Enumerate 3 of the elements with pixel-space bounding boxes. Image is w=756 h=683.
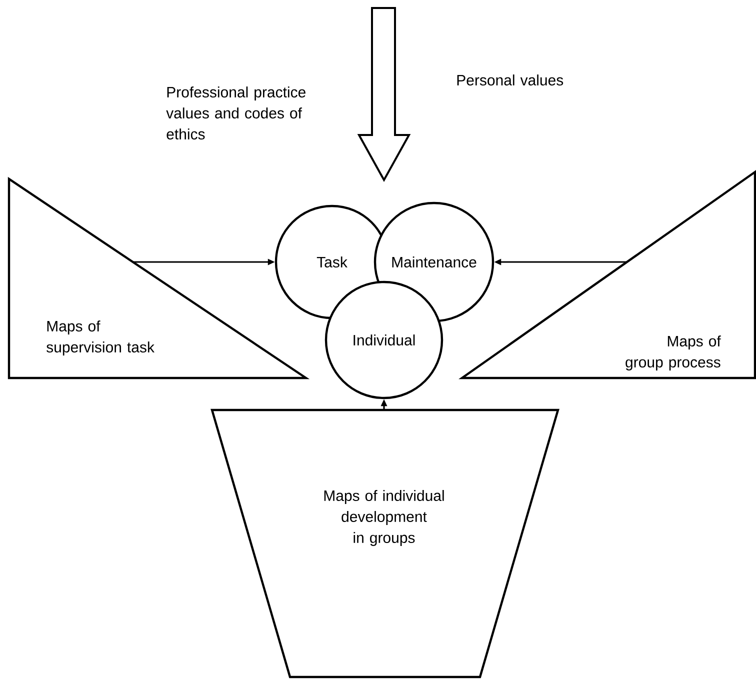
trapezoid: Maps of individual development in groups (210, 408, 560, 678)
value-text: Personal values (457, 74, 564, 86)
value-text: Professional practice values and codes of ethics (166, 86, 306, 140)
